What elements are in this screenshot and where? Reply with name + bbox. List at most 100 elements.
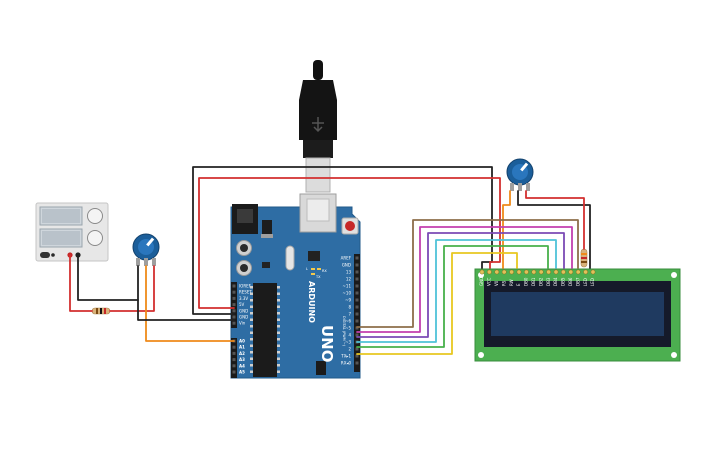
analog-pin[interactable] (232, 345, 236, 349)
digital-pin-label: 7 (348, 312, 351, 317)
digital-pin-label: ~9 (345, 298, 351, 303)
analog-pin[interactable] (232, 351, 236, 355)
digital-pin[interactable] (355, 298, 359, 302)
lcd-pin[interactable] (590, 269, 596, 275)
digital-pin[interactable] (355, 263, 359, 267)
lcd-pin[interactable] (553, 269, 559, 275)
digital-pin[interactable] (355, 277, 359, 281)
usb-interface-chip (308, 251, 320, 261)
analog-pin-label: A1 (239, 345, 245, 350)
wire-contrast-gnd[interactable] (517, 190, 591, 269)
lcd-pin[interactable] (487, 269, 492, 275)
analog-pin[interactable] (232, 358, 236, 362)
mcu-pin (250, 286, 253, 289)
digital-pin[interactable] (355, 354, 359, 358)
power-pin[interactable] (232, 284, 236, 288)
lcd-pin[interactable] (494, 269, 500, 275)
power-pin[interactable] (232, 321, 236, 325)
lcd-pin-label: RW (509, 279, 514, 286)
lcd-pin[interactable] (509, 269, 514, 275)
wire-contrast-v0[interactable] (502, 190, 511, 269)
mcu-pin (277, 312, 280, 315)
power-pin[interactable] (232, 315, 236, 319)
wire-resistor-pot[interactable] (109, 265, 155, 312)
power-pin-label: 5V (239, 302, 245, 307)
reset-button-cap[interactable] (345, 221, 355, 231)
lcd-pin-label: LED (583, 278, 588, 286)
lcd-pin[interactable] (501, 269, 507, 275)
digital-pin[interactable] (355, 270, 359, 274)
wire-db7-d2[interactable] (356, 252, 518, 355)
power-pin[interactable] (232, 303, 236, 307)
wire-pot-wiper-a0[interactable] (145, 265, 235, 342)
wire-db4-d5[interactable] (356, 232, 565, 338)
wire-pot-gnd[interactable] (137, 299, 235, 321)
digital-pin[interactable] (355, 326, 359, 330)
voltage-knob[interactable] (87, 208, 103, 224)
arduino-uno-board[interactable]: L TX RX ARDUINO UNO IOREFRESET3.3V5VGNDG… (227, 193, 361, 379)
lcd-pin[interactable] (479, 269, 485, 275)
voltage-regulator (262, 220, 272, 234)
analog-pin[interactable] (232, 364, 236, 368)
digital-pin[interactable] (355, 333, 359, 337)
wire-rs-d12[interactable] (356, 219, 579, 328)
lcd-pin-label: RS (501, 280, 506, 286)
digital-pin[interactable] (355, 305, 359, 309)
digital-pin-label: AREF (341, 256, 352, 261)
lcd-pin-label: DB1 (531, 277, 536, 286)
digital-pin[interactable] (355, 319, 359, 323)
potentiometer-left[interactable] (132, 233, 160, 266)
digital-pin[interactable] (355, 291, 359, 295)
lcd-pin[interactable] (538, 269, 544, 275)
lcd-pin-label: DB2 (538, 277, 543, 286)
mcu-pin (250, 292, 253, 295)
lcd-pin[interactable] (524, 269, 529, 275)
atmega328-pins (250, 286, 280, 373)
wire-contrast-vcc[interactable] (525, 190, 585, 250)
usb-cable[interactable] (299, 60, 337, 193)
wire-e-d11[interactable] (356, 226, 573, 333)
analog-pin[interactable] (232, 370, 236, 374)
status-led (51, 253, 55, 257)
power-pin[interactable] (232, 296, 236, 300)
icsp-header (316, 361, 326, 375)
lcd-pin[interactable] (516, 269, 522, 275)
mcu-pin (277, 299, 280, 302)
wire-psu-positive[interactable] (69, 254, 93, 312)
current-knob[interactable] (87, 230, 103, 246)
digital-pin[interactable] (355, 284, 359, 288)
digital-pin[interactable] (355, 256, 359, 260)
potentiometer-contrast[interactable] (506, 158, 534, 191)
usb-plug-body (299, 80, 337, 140)
digital-pin[interactable] (355, 347, 359, 351)
usb-cable-strain-relief (313, 60, 323, 80)
mcu-pin (277, 292, 280, 295)
resistor-backlight[interactable] (580, 248, 588, 268)
power-supply[interactable] (35, 202, 109, 262)
wire-psu-negative[interactable] (77, 254, 139, 301)
wire-gnd-loop[interactable] (192, 166, 493, 315)
power-switch[interactable] (40, 252, 50, 258)
lcd-pin[interactable] (583, 269, 588, 275)
mcu-pin (277, 318, 280, 321)
mcu-pin (250, 357, 253, 360)
lcd-pin[interactable] (568, 269, 574, 275)
digital-pin[interactable] (355, 361, 359, 365)
wire-5v-loop[interactable] (198, 177, 501, 309)
power-pin[interactable] (232, 290, 236, 294)
lcd-pin[interactable] (546, 269, 551, 275)
mcu-pin (250, 312, 253, 315)
wire-db5-d4[interactable] (356, 239, 557, 343)
mcu-pin (277, 325, 280, 328)
wire-db6-d3[interactable] (356, 245, 549, 348)
lcd-pin[interactable] (575, 269, 581, 275)
lcd-pin[interactable] (531, 269, 537, 275)
digital-pin[interactable] (355, 312, 359, 316)
digital-pin-label: 2 (348, 347, 351, 352)
lcd-pin[interactable] (561, 269, 566, 275)
power-pin[interactable] (232, 309, 236, 313)
resistor-power[interactable] (91, 307, 111, 315)
